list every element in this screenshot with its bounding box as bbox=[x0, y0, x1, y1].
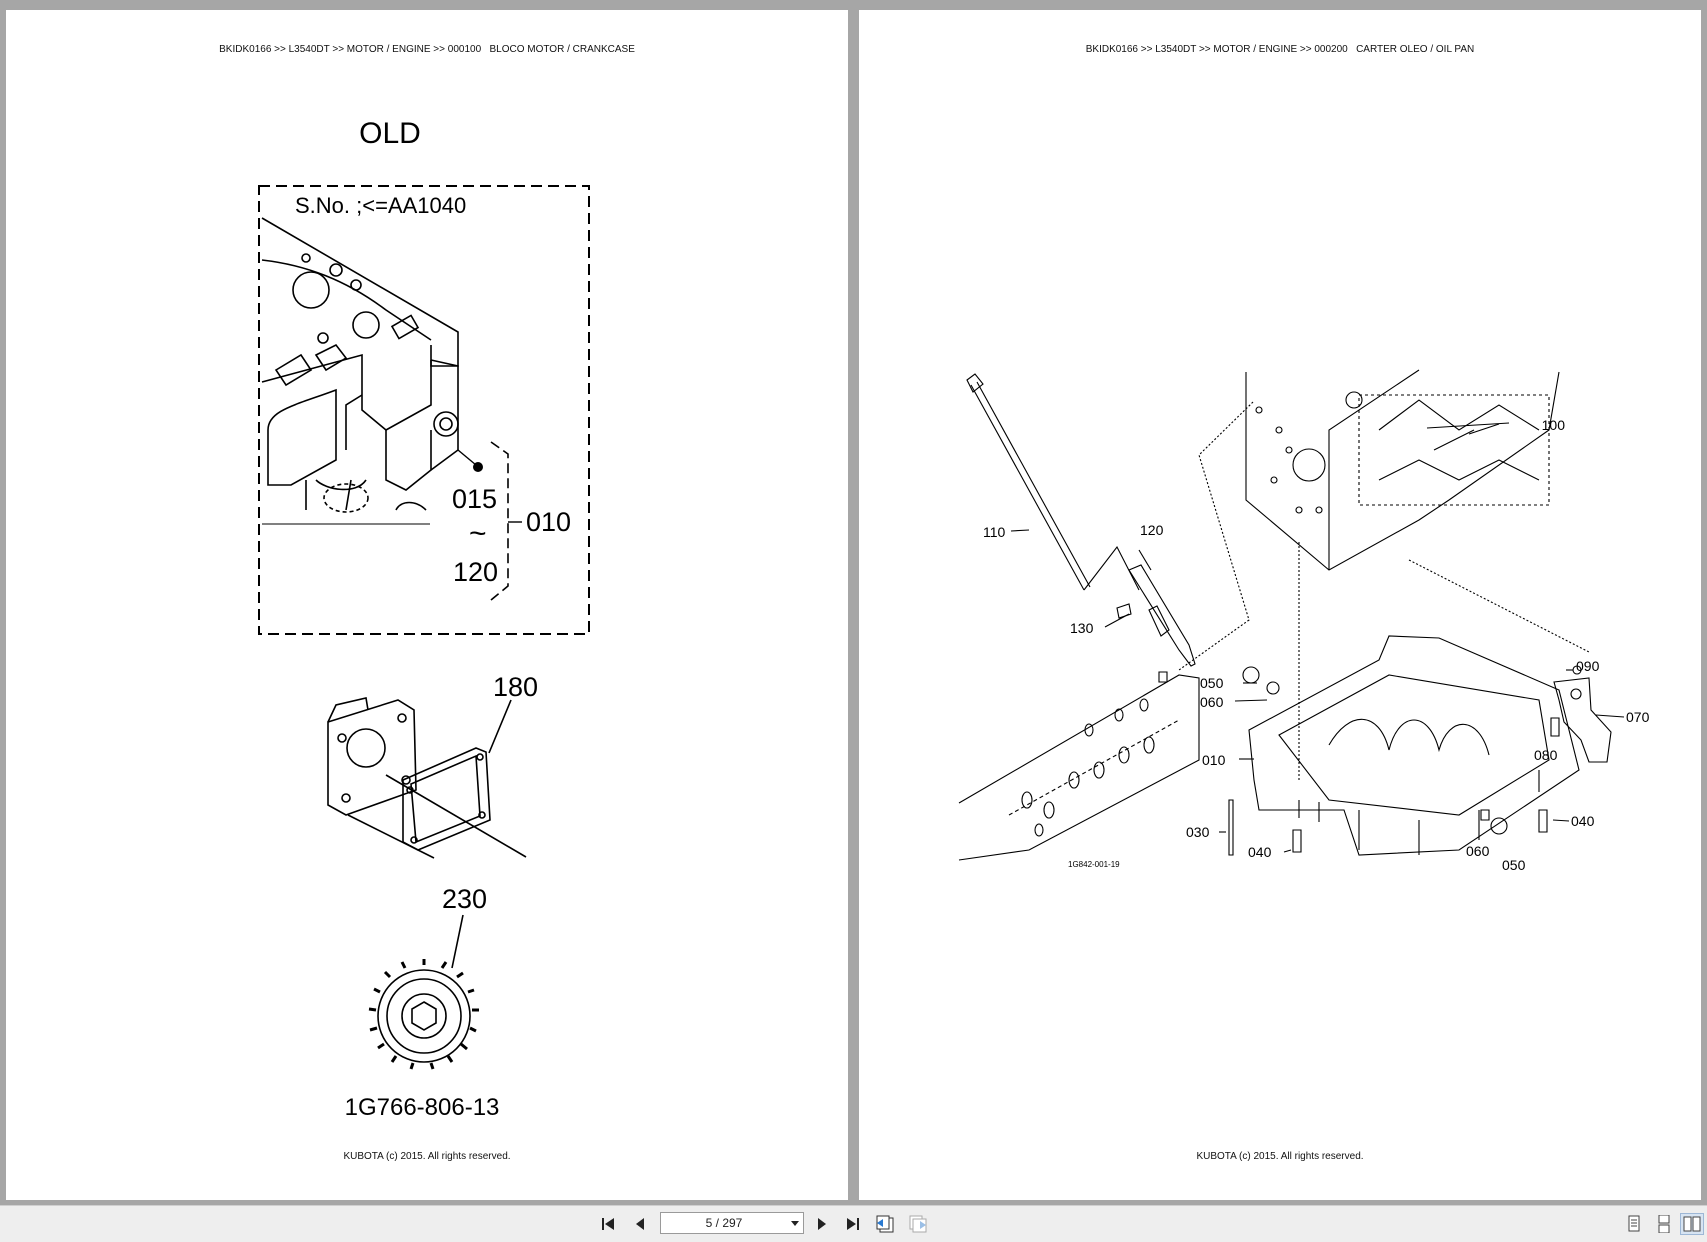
callout-180: 180 bbox=[493, 672, 538, 702]
first-page-icon bbox=[602, 1218, 614, 1230]
drawing-code: 1G842-001-19 bbox=[1068, 860, 1120, 869]
callout-015: 015 bbox=[452, 484, 497, 514]
serial-number-label: S.No. ;<=AA1040 bbox=[295, 193, 466, 218]
document-viewer[interactable]: BKIDK0166 >> L3540DT >> MOTOR / ENGINE >… bbox=[0, 0, 1707, 1205]
page-left: BKIDK0166 >> L3540DT >> MOTOR / ENGINE >… bbox=[6, 10, 848, 1200]
back-view-icon bbox=[876, 1215, 894, 1233]
gear-sketch bbox=[377, 914, 471, 1063]
page-right: BKIDK0166 >> L3540DT >> MOTOR / ENGINE >… bbox=[859, 10, 1701, 1200]
back-view-button[interactable] bbox=[873, 1213, 897, 1235]
page-number-field[interactable]: 5 / 297 bbox=[660, 1212, 804, 1234]
diagram-title: OLD bbox=[359, 117, 421, 150]
page-header: BKIDK0166 >> L3540DT >> MOTOR / ENGINE >… bbox=[219, 44, 635, 55]
callout-120: 120 bbox=[453, 557, 498, 587]
previous-page-icon bbox=[636, 1218, 644, 1230]
callout-tilde: ~ bbox=[469, 517, 487, 550]
facing-pages-view-button[interactable] bbox=[1680, 1213, 1704, 1235]
callout-090: 090 bbox=[1576, 658, 1600, 674]
callout-120: 120 bbox=[1140, 522, 1164, 538]
next-page-icon bbox=[818, 1218, 826, 1230]
callout-050: 050 bbox=[1200, 675, 1224, 691]
oil-pan-diagram: 100 110 120 130 090 070 080 050 060 010 … bbox=[958, 369, 1650, 873]
continuous-view-icon bbox=[1658, 1215, 1670, 1233]
callout-060: 060 bbox=[1200, 694, 1224, 710]
callout-080: 080 bbox=[1534, 747, 1558, 763]
forward-view-icon bbox=[909, 1215, 927, 1233]
previous-page-button[interactable] bbox=[628, 1213, 652, 1235]
page-footer: KUBOTA (c) 2015. All rights reserved. bbox=[343, 1151, 511, 1162]
callout-010: 010 bbox=[526, 507, 571, 537]
callout-060: 060 bbox=[1466, 843, 1490, 859]
last-page-icon bbox=[847, 1218, 859, 1230]
navigation-toolbar: 5 / 297 bbox=[0, 1205, 1707, 1242]
forward-view-button[interactable] bbox=[906, 1213, 930, 1235]
crankcase-diagram: OLD S.No. ;<=AA1040 bbox=[258, 117, 590, 1121]
page-footer: KUBOTA (c) 2015. All rights reserved. bbox=[1196, 1151, 1364, 1162]
single-page-view-button[interactable] bbox=[1622, 1213, 1646, 1235]
callout-070: 070 bbox=[1626, 709, 1650, 725]
crankcase-sketch bbox=[261, 217, 459, 525]
callout-030: 030 bbox=[1186, 824, 1210, 840]
page-indicator: 5 / 297 bbox=[705, 1216, 743, 1230]
continuous-view-button[interactable] bbox=[1652, 1213, 1676, 1235]
gear-teeth bbox=[368, 959, 479, 1070]
first-page-button[interactable] bbox=[597, 1213, 621, 1235]
callout-230: 230 bbox=[442, 884, 487, 914]
callout-050: 050 bbox=[1502, 857, 1526, 873]
callout-100: 100 bbox=[1542, 417, 1566, 433]
callout-040: 040 bbox=[1571, 813, 1595, 829]
single-page-view-icon bbox=[1628, 1215, 1640, 1232]
callout-040: 040 bbox=[1248, 844, 1272, 860]
callout-130: 130 bbox=[1070, 620, 1094, 636]
page-header: BKIDK0166 >> L3540DT >> MOTOR / ENGINE >… bbox=[1085, 44, 1475, 55]
cover-gasket-sketch bbox=[327, 697, 527, 859]
facing-pages-view-icon bbox=[1683, 1216, 1701, 1232]
callout-110: 110 bbox=[983, 524, 1006, 540]
chevron-down-icon[interactable] bbox=[787, 1220, 803, 1226]
last-page-button[interactable] bbox=[840, 1213, 864, 1235]
part-number: 1G766-806-13 bbox=[345, 1094, 500, 1121]
callout-010: 010 bbox=[1202, 752, 1226, 768]
next-page-button[interactable] bbox=[810, 1213, 834, 1235]
